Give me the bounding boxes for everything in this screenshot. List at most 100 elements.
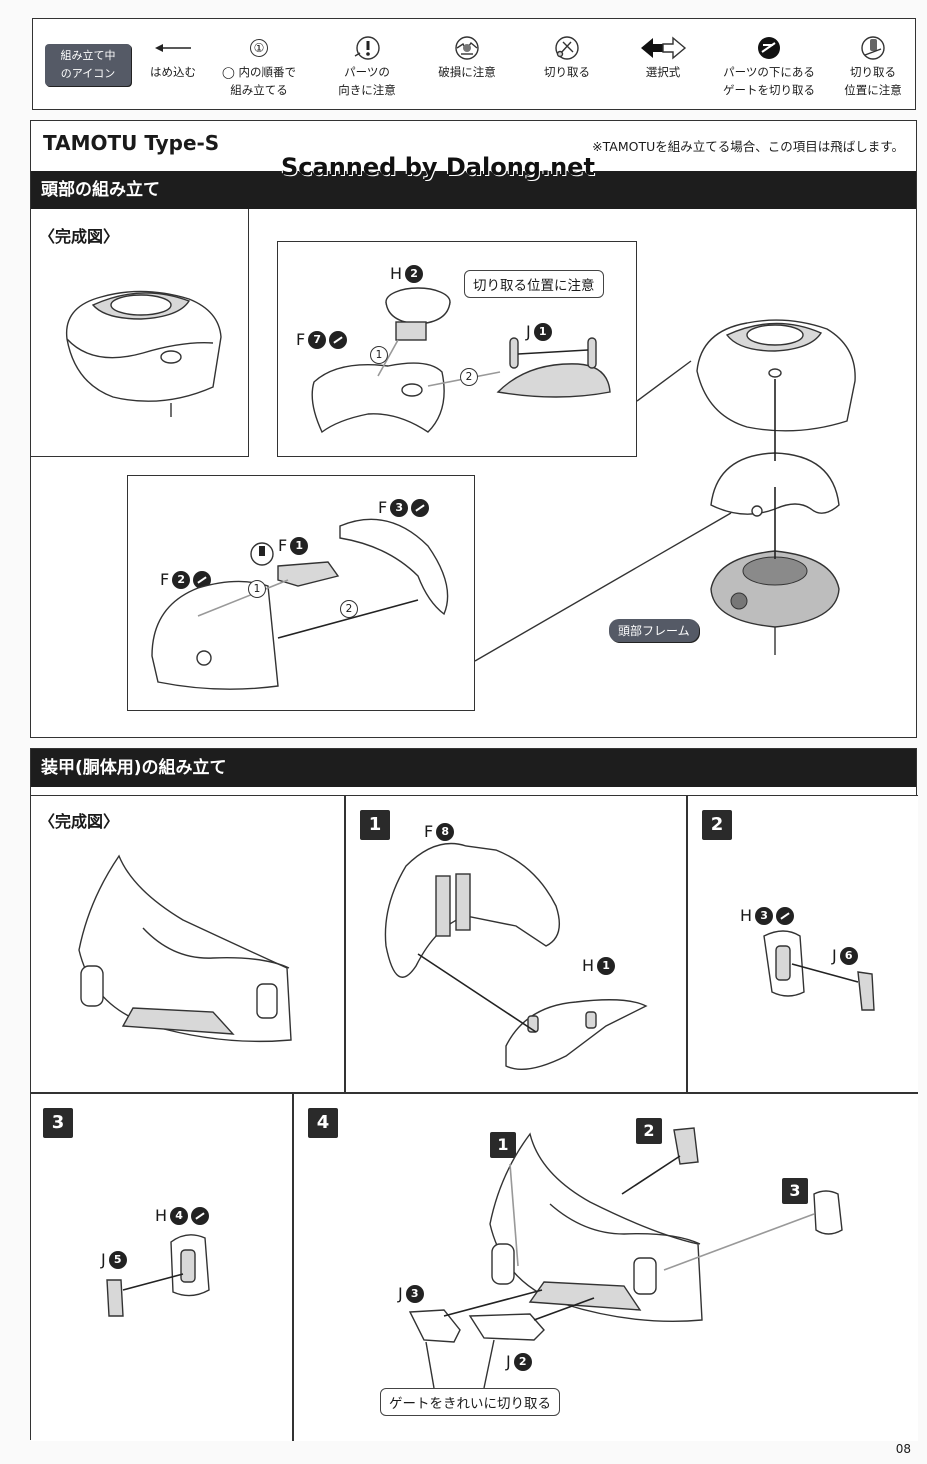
cut-icon [193, 570, 212, 589]
part-number: 8 [436, 822, 455, 841]
step-number-badge: 3 [43, 1108, 73, 1138]
cut-icon [776, 906, 795, 925]
body-armor-bar: 装甲(胴体用)の組み立て [31, 749, 916, 787]
watermark: Scanned by Dalong.net [281, 153, 595, 181]
armor-step-4-illustration [408, 1127, 843, 1389]
cut-icon [411, 498, 430, 517]
armor-step-3-illustration [106, 1234, 210, 1317]
legend-text: パーツの 向きに注意 [338, 65, 396, 97]
part-letter: F [424, 822, 434, 841]
legend-text: ◯ 内の順番で 組み立てる [221, 65, 297, 97]
legend-badge-line1: 組み立て中 [60, 49, 116, 62]
legend-text: 切り取る [544, 65, 590, 79]
part-letter: F [278, 536, 288, 555]
step-mark: 1 [248, 580, 266, 598]
part-letter: J [398, 1284, 403, 1303]
section-title: TAMOTU Type-S [43, 131, 220, 155]
legend-item-cut: 切り取る [519, 33, 615, 81]
step-mark: 2 [460, 368, 478, 386]
section-note: ※TAMOTUを組み立てる場合、この項目は飛ばします。 [592, 139, 904, 154]
head-assembly-section: TAMOTU Type-S ※TAMOTUを組み立てる場合、この項目は飛ばします… [30, 120, 917, 738]
gate-cut-callout: ゲートをきれいに切り取る [380, 1388, 560, 1416]
double-arrow-icon [641, 36, 687, 60]
part-number: 3 [755, 906, 774, 925]
part-letter: J [832, 946, 837, 965]
head-completed-illustration [65, 290, 222, 417]
cut-position-callout: 切り取る位置に注意 [464, 270, 604, 298]
part-number: 6 [839, 946, 858, 965]
part-letter: F [296, 330, 306, 349]
part-number: 2 [405, 264, 424, 283]
legend-badge-line2: のアイコン [60, 67, 116, 80]
head-parts-illustration [311, 287, 611, 434]
armor-completed-box: 〈完成図〉 [31, 795, 345, 1093]
legend-item-choice: 選択式 [615, 33, 711, 81]
part-number: 2 [172, 570, 191, 589]
part-number: 2 [513, 1352, 532, 1371]
page-number: 08 [895, 1442, 911, 1456]
part-number: 5 [108, 1250, 127, 1269]
legend-item-insert: はめ込む [125, 33, 221, 81]
part-number: 1 [290, 536, 309, 555]
zoom-lines [474, 360, 732, 662]
legend-text: はめ込む [150, 65, 196, 79]
step-mark: 1 [370, 346, 388, 364]
part-number: 1 [597, 956, 616, 975]
completed-view-box: 〈完成図〉 [31, 209, 249, 457]
legend-item-order: ① ◯ 内の順番で 組み立てる [211, 33, 307, 99]
step-number-badge: 1 [360, 810, 390, 840]
part-letter: H [582, 956, 595, 975]
part-letter: F [378, 498, 388, 517]
part-letter: H [155, 1206, 168, 1225]
step-number-badge: 2 [702, 810, 732, 840]
legend-text: 選択式 [645, 65, 681, 79]
arrow-left-icon [155, 44, 191, 52]
part-number: 7 [308, 330, 327, 349]
legend-item-cut-position: 切り取る 位置に注意 [825, 33, 921, 99]
sub-step-badge-3: 3 [782, 1178, 808, 1204]
exclamation-icon [354, 36, 380, 60]
part-letter: H [740, 906, 753, 925]
legend-item-orientation: パーツの 向きに注意 [319, 33, 415, 99]
gate-cut-icon [758, 37, 780, 59]
sub-step-badge-1: 1 [490, 1132, 516, 1158]
legend-item-breakage: 破損に注意 [419, 33, 515, 81]
icon-legend: 組み立て中 のアイコン はめ込む ① ◯ 内の順番で 組み立てる パーツの 向き… [32, 18, 916, 110]
head-exploded-illustration [696, 319, 856, 655]
circled-number-icon: ① [250, 39, 268, 57]
armor-step-2-illustration [763, 930, 875, 1011]
armor-completed-illustration [78, 854, 292, 1043]
part-letter: H [390, 264, 403, 283]
legend-text: 切り取る 位置に注意 [844, 65, 902, 97]
cut-position-icon [861, 36, 885, 60]
part-letter: J [506, 1352, 511, 1371]
legend-text: パーツの下にある ゲートを切り取る [723, 65, 815, 97]
part-letter: J [526, 322, 531, 341]
legend-text: 破損に注意 [438, 65, 496, 79]
legend-item-gate-cut: パーツの下にある ゲートを切り取る [719, 33, 819, 99]
breakage-icon [455, 36, 479, 60]
part-letter: F [160, 570, 170, 589]
part-letter: J [101, 1250, 106, 1269]
cut-icon [329, 330, 348, 349]
cut-icon [555, 36, 579, 60]
